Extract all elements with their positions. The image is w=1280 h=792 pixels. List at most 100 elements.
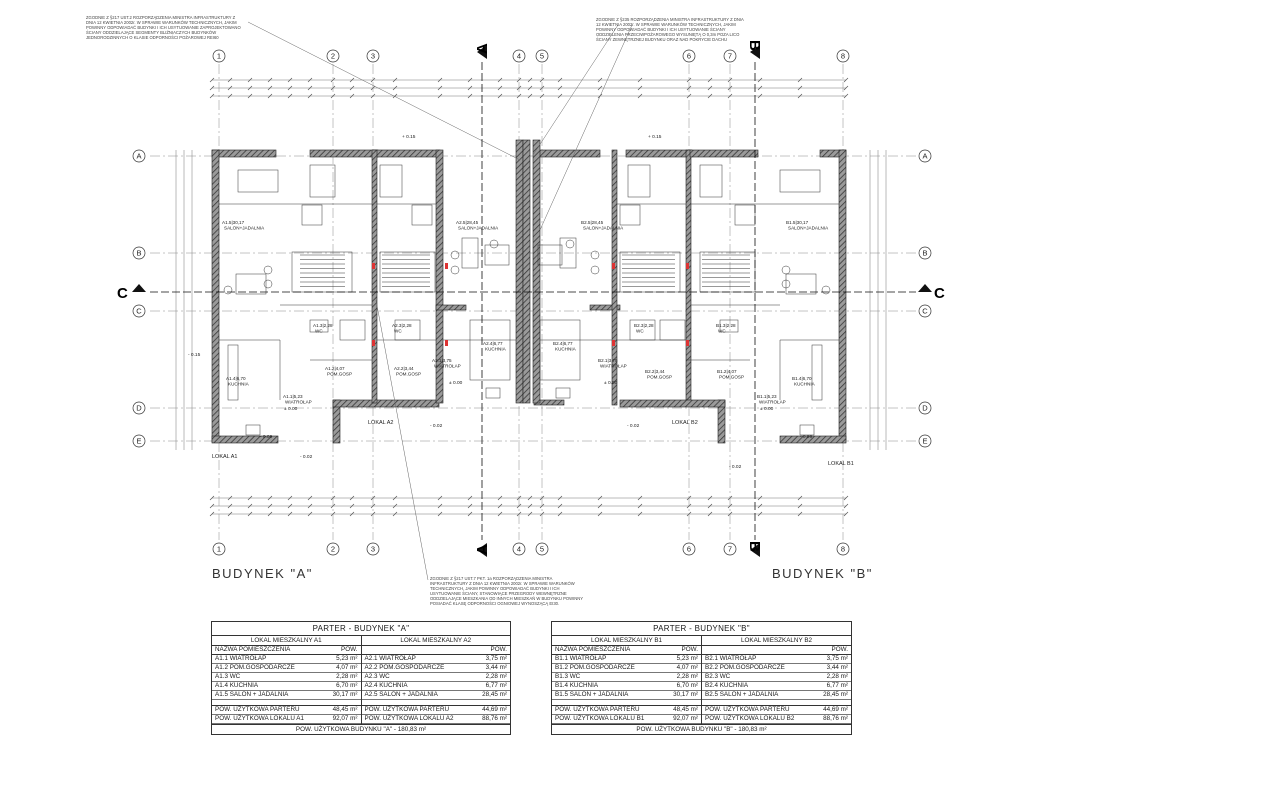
room-code: A2.2|3,44 [394,366,414,371]
level-mark: - 0.15 [188,352,201,358]
room-name: WC [636,329,644,334]
section-b-top-label: B [746,40,763,51]
grid-axis-label: D [922,404,928,413]
room-name: SALON+JADALNIA [458,226,499,231]
grid-axis-label: 3 [371,52,375,61]
level-mark: - 0.02 [729,464,742,470]
section-c-left-label: C [117,285,128,302]
grid-axis-bubble: 4 [512,542,526,556]
grid-axis-bubble: 3 [366,49,380,63]
table-title: PARTER - BUDYNEK "A" [212,622,510,636]
section-a-bottom-label: A [474,544,491,555]
dimension-lines [175,79,887,515]
grid-axis-label: C [922,307,928,316]
room-code: B1.4|6,70 [792,376,812,381]
grid-axis-bubble: E [918,434,932,448]
grid-axis-bubble: B [918,246,932,260]
grid-axis-bubble: C [132,304,146,318]
grid-axis-bubble: 5 [535,49,549,63]
grid-axis-label: 1 [217,545,221,554]
grid-axis-label: 8 [841,52,845,61]
grid-axis-bubble: 7 [723,542,737,556]
room-name: POM.GOSP [327,372,352,377]
grid-axis-label: 7 [728,545,732,554]
grid-axis-label: B [922,249,927,258]
room-name: POM.GOSP [719,375,744,380]
room-code: B2.2|3,44 [645,369,665,374]
grid-axis-bubble: 3 [366,542,380,556]
grid-axis-label: A [136,152,141,161]
grid-axis-label: E [136,437,141,446]
grid-axis-bubble: B [132,246,146,260]
level-mark: ± 0.00 [760,406,774,412]
grid-axis-label: C [136,307,142,316]
room-code: A1.1|5,23 [283,394,303,399]
grid-axis-bubble: 1 [212,49,226,63]
grid-axis-label: 8 [841,545,845,554]
area-table-building-b: PARTER - BUDYNEK "B" LOKAL MIESZKALNY B1… [551,621,852,735]
grid-axis-label: 6 [687,52,691,61]
room-code: B1.1|5,23 [757,394,777,399]
note-leaders [247,21,633,581]
grid-axis-bubble: D [918,401,932,415]
table-header-row: POW. [361,646,510,655]
room-name: SALON+JADALNIA [224,226,265,231]
level-mark: - 0.09 [260,434,273,440]
grid-axis-bubble: 5 [535,542,549,556]
level-mark: - 0.09 [800,434,813,440]
room-name: WC [718,329,726,334]
grid-axis-label: 5 [540,52,544,61]
room-name: POM.GOSP [396,372,421,377]
grid-axis-label: 6 [687,545,691,554]
room-code: A2.5|28,45 [456,220,479,225]
room-name: KUCHNIA [794,382,816,387]
level-mark: ± 0.00 [604,380,618,386]
room-code: A1.3|2,28 [313,323,333,328]
unit-label-a2: LOKAL A2 [368,420,393,426]
walls [211,139,847,444]
grid-axis-label: A [922,152,927,161]
room-code: A1.4|6,70 [226,376,246,381]
level-mark: ± 0.00 [284,406,298,412]
room-name: SALON+JADALNIA [788,226,829,231]
room-code: B1.3|2,28 [716,323,736,328]
room-code: B2.3|2,28 [634,323,654,328]
grid-axis-label: 4 [517,52,521,61]
grid-axis-bubble: 2 [326,542,340,556]
room-name: KUCHNIA [555,347,577,352]
room-code: A2.4|6,77 [483,341,503,346]
section-lines [150,62,916,540]
room-name: SALON+JADALNIA [583,226,624,231]
room-code: B1.5|30,17 [786,220,809,225]
section-a-top-label: A [474,43,491,54]
grid-axis-bubble: 1 [212,542,226,556]
grid-axis-bubble: 8 [836,542,850,556]
section-c-right-label: C [934,285,945,302]
room-code: B1.2|4,07 [717,369,737,374]
building-b-label: BUDYNEK "B" [772,566,873,581]
